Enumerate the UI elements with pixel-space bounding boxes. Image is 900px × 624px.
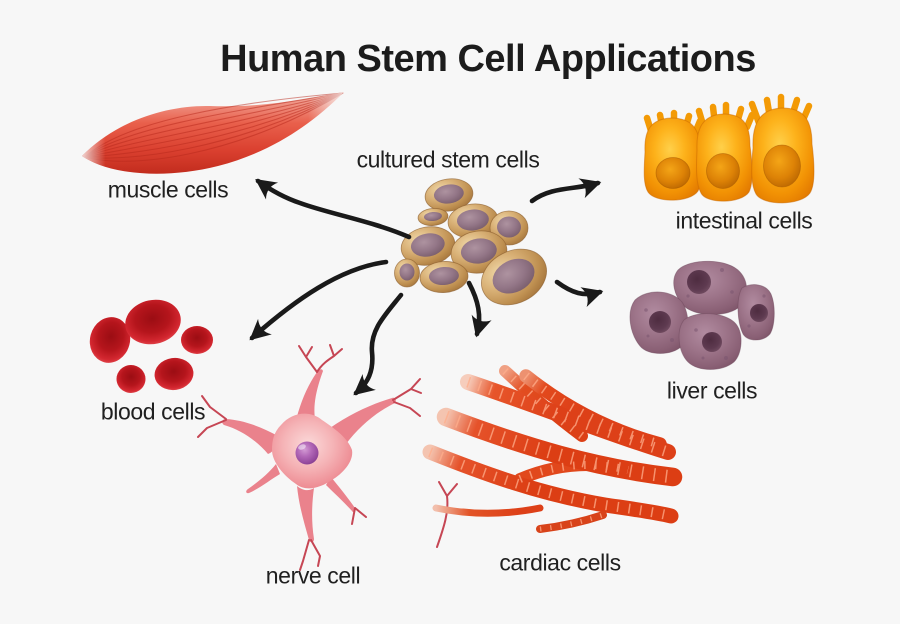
liver-cells-illustration: [629, 260, 775, 370]
muscle-cells-illustration: [82, 92, 344, 174]
label-intestinal-cells: intestinal cells: [675, 207, 813, 234]
cardiac-cells-illustration: [422, 365, 683, 533]
arrow-to-blood-cells: [249, 259, 389, 341]
label-cultured-stem-cells: cultured stem cells: [356, 146, 540, 173]
label-nerve-cell: nerve cell: [265, 562, 361, 589]
label-blood-cells: blood cells: [100, 398, 206, 425]
page-title: Human Stem Cell Applications: [220, 38, 756, 80]
stem-cell-cluster-illustration: [394, 178, 547, 306]
arrow-to-cardiac-cells: [466, 280, 492, 338]
arrow-to-nerve-cell: [353, 292, 404, 396]
label-muscle-cells: muscle cells: [107, 176, 229, 203]
blood-cells-illustration: [89, 299, 213, 393]
arrow-to-muscle-cells: [255, 178, 412, 240]
nerve-cell-illustration: [197, 344, 458, 571]
arrow-to-intestinal-cells: [529, 178, 602, 204]
intestinal-cells-illustration: [643, 93, 815, 204]
label-cardiac-cells: cardiac cells: [499, 549, 621, 576]
label-liver-cells: liver cells: [666, 377, 758, 404]
arrows: [249, 178, 604, 396]
arrow-to-liver-cells: [554, 279, 604, 308]
